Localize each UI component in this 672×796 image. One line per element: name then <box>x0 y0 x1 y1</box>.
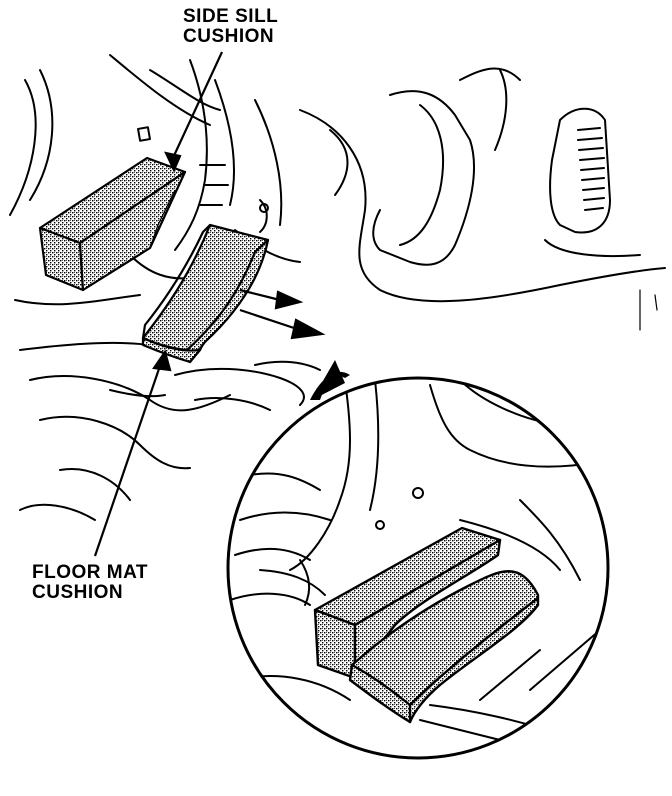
cropped-caption <box>6 782 666 796</box>
side-sill-label-line2: CUSHION <box>183 26 275 47</box>
leader-arrow-icon <box>93 51 223 557</box>
zoom-arrow-icon <box>310 360 350 400</box>
side-sill-cushion <box>38 156 187 292</box>
floor-line-art <box>9 54 666 521</box>
magnified-detail <box>226 376 610 760</box>
floor-mat-cushion-detail <box>313 526 540 724</box>
side-sill-cushion-label: SIDE SILL CUSHION <box>183 7 278 47</box>
floor-mat-cushion <box>141 223 270 364</box>
floor-mat-cushion-label: FLOOR MAT CUSHION <box>32 563 148 603</box>
direction-arrow-icon <box>239 288 326 340</box>
floor-mat-label-line2: CUSHION <box>32 582 124 603</box>
floor-mat-label-line1: FLOOR MAT <box>32 562 149 583</box>
side-sill-label-line1: SIDE SILL <box>183 6 279 27</box>
